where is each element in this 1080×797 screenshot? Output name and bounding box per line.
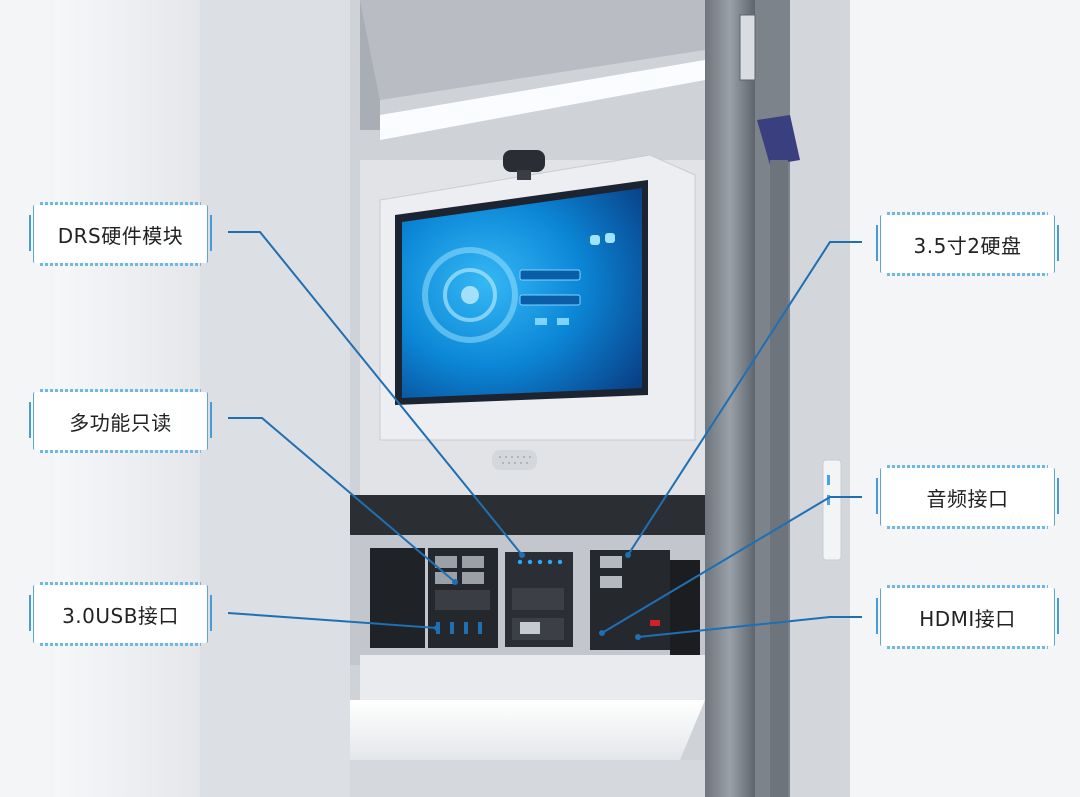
callout-hdmi: HDMI接口 — [876, 585, 1059, 649]
callout-audio: 音频接口 — [876, 465, 1059, 529]
callout-label: HDMI接口 — [919, 606, 1016, 631]
callout-readonly: 多功能只读 — [29, 389, 212, 453]
callout-usb: 3.0USB接口 — [29, 582, 212, 646]
callout-hdd: 3.5寸2硬盘 — [876, 212, 1059, 276]
callout-drs-module: DRS硬件模块 — [29, 202, 212, 266]
callout-label: 多功能只读 — [69, 410, 172, 435]
callout-label: 音频接口 — [926, 486, 1009, 511]
callout-label: 3.5寸2硬盘 — [913, 233, 1022, 258]
callout-label: 3.0USB接口 — [62, 603, 179, 628]
callout-label: DRS硬件模块 — [57, 223, 184, 248]
